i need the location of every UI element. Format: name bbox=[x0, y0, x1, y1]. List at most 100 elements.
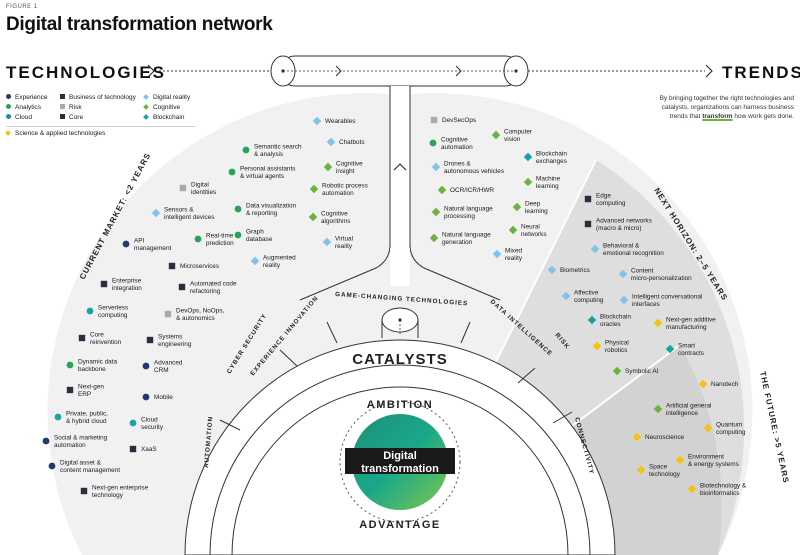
tech-item-label: Edge bbox=[596, 192, 611, 199]
tech-item-label: Microservices bbox=[180, 263, 219, 270]
tech-item: Environment& energy systems bbox=[675, 453, 739, 468]
tech-item-label: Neural bbox=[521, 223, 540, 230]
tech-item-label: Core bbox=[90, 331, 104, 338]
tech-item-label: integration bbox=[112, 285, 142, 292]
tech-item-marker bbox=[122, 240, 130, 248]
tech-item-marker bbox=[234, 205, 242, 213]
tech-item-label: technology bbox=[92, 492, 124, 499]
tech-item-label: manufacturing bbox=[666, 324, 707, 331]
tech-item-label: Personal assistants bbox=[240, 165, 295, 172]
tech-item-label: emotional recognition bbox=[603, 250, 664, 257]
tech-item-label: Automated code bbox=[190, 280, 237, 287]
tech-item-marker bbox=[561, 291, 571, 301]
tech-item-label: & analysis bbox=[254, 151, 283, 158]
tech-item-marker bbox=[636, 465, 646, 475]
tech-item-label: learning bbox=[525, 208, 548, 215]
page-title: Digital transformation network bbox=[6, 14, 273, 35]
core-line-1: Digital bbox=[383, 450, 417, 462]
tech-item-label: oracles bbox=[600, 321, 621, 328]
legend-experience: Experience bbox=[6, 94, 48, 101]
tech-item-label: Next-gen enterprise bbox=[92, 484, 149, 491]
tech-item-label: automation bbox=[322, 190, 354, 197]
tech-item-marker bbox=[129, 445, 137, 453]
tech-item-label: Augmented bbox=[263, 254, 296, 261]
tech-item-marker bbox=[429, 139, 437, 147]
tech-item-label: (macro & micro) bbox=[596, 225, 641, 232]
tech-item-marker bbox=[618, 269, 628, 279]
tech-item-label: Biotechnology & bbox=[700, 482, 747, 489]
tech-item: Nanotech bbox=[698, 379, 739, 389]
description-line-3: trends that transform how work gets done… bbox=[669, 113, 794, 120]
tech-item-label: Next-gen bbox=[78, 383, 104, 390]
tech-item-marker bbox=[308, 212, 318, 222]
legend-digital-reality: Digital reality bbox=[143, 94, 190, 101]
tech-item: Sensors &intelligent devices bbox=[151, 206, 214, 221]
tech-item-label: engineering bbox=[158, 341, 192, 348]
tech-item-marker bbox=[164, 310, 172, 318]
tech-item-marker bbox=[429, 233, 439, 243]
tech-item-marker bbox=[146, 336, 154, 344]
tech-item-label: database bbox=[246, 236, 273, 243]
tech-item-label: micro-personalization bbox=[631, 275, 692, 282]
tech-item-label: computing bbox=[596, 200, 626, 207]
tech-item-label: Sensors & bbox=[164, 206, 194, 213]
tech-item-label: Smart bbox=[678, 342, 695, 349]
tech-item-label: robotics bbox=[605, 347, 627, 354]
tech-item-marker bbox=[168, 262, 176, 270]
description-line-2: catalysts, organizations can harness bus… bbox=[661, 104, 794, 111]
tech-item-marker bbox=[234, 231, 242, 239]
legend-blockchain: Blockchain bbox=[143, 114, 184, 121]
tech-item-label: generation bbox=[442, 239, 473, 246]
tech-item-label: ERP bbox=[78, 391, 91, 398]
tech-item-marker bbox=[309, 184, 319, 194]
tech-item: Data visualization& reporting bbox=[234, 202, 297, 217]
tech-item-label: automation bbox=[441, 144, 473, 151]
tech-item: Semantic search& analysis bbox=[242, 143, 302, 158]
tech-item: DevSecOps bbox=[430, 116, 476, 124]
tech-item-label: autonomous vehicles bbox=[444, 168, 504, 175]
tech-item-marker bbox=[653, 404, 663, 414]
tech-item: Wearables bbox=[312, 116, 355, 126]
tech-item-marker bbox=[492, 249, 502, 259]
tech-item: Biometrics bbox=[547, 265, 590, 275]
tech-item-marker bbox=[78, 334, 86, 342]
tech-item-marker bbox=[142, 362, 150, 370]
tech-items: APImanagementEnterpriseintegrationServer… bbox=[42, 116, 747, 499]
tech-item-label: Enterprise bbox=[112, 277, 142, 284]
tech-item-marker bbox=[547, 265, 557, 275]
tech-item: Mobile bbox=[142, 393, 173, 401]
tech-item-label: Natural language bbox=[444, 205, 493, 212]
ring-automation: AUTOMATION bbox=[203, 416, 215, 469]
legend-cloud: Cloud bbox=[6, 114, 32, 121]
tech-item-label: Intelligent conversational bbox=[632, 293, 702, 300]
tech-item-marker bbox=[66, 386, 74, 394]
tech-item-label: Digital bbox=[191, 181, 209, 188]
tech-item-label: Next-gen additive bbox=[666, 316, 716, 323]
legend-divider bbox=[6, 126, 196, 127]
tech-item-marker bbox=[653, 318, 663, 328]
tech-item-label: Private, public, bbox=[66, 410, 108, 417]
description-line-1: By bringing together the right technolog… bbox=[659, 95, 794, 102]
tech-item-marker bbox=[491, 130, 501, 140]
tech-item: Drones &autonomous vehicles bbox=[431, 160, 504, 175]
tech-item-marker bbox=[584, 195, 592, 203]
tech-item-label: Space bbox=[649, 463, 668, 470]
tech-item-label: Environment bbox=[688, 453, 724, 460]
core-label-box bbox=[345, 448, 455, 474]
